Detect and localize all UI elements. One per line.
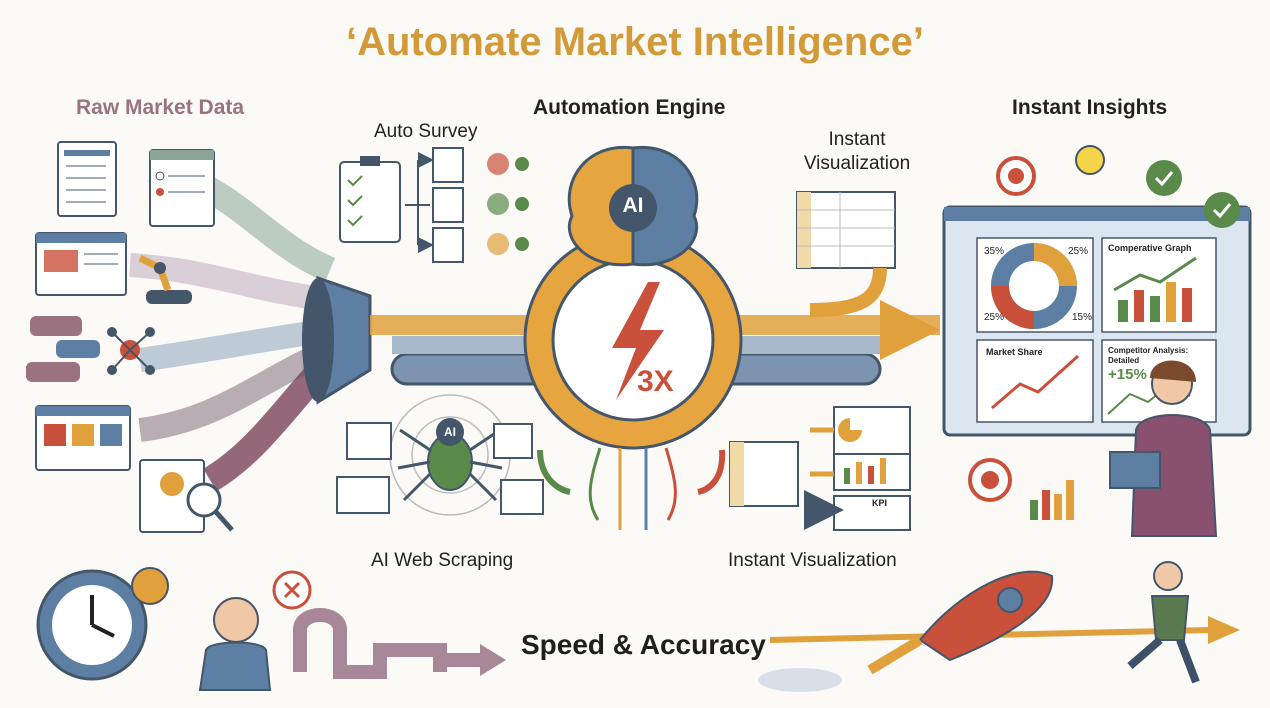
engine-outputs bbox=[537, 447, 726, 530]
speed-multiplier: 3X bbox=[637, 365, 674, 398]
speed-accuracy-label: Speed & Accuracy bbox=[521, 629, 766, 660]
competitor-analysis-title: Competitor Analysis: Detailed bbox=[1108, 346, 1189, 365]
section-instant-insights: Instant Insights bbox=[1012, 96, 1168, 119]
data-table-illustration bbox=[796, 191, 896, 317]
speed-comparison bbox=[36, 561, 1240, 692]
label-instant-visualization-top: Instant Visualization bbox=[803, 129, 911, 174]
insight-icons bbox=[968, 145, 1240, 520]
spider-ai-badge: AI bbox=[444, 425, 456, 439]
kpi-label: KPI bbox=[872, 498, 888, 508]
comparative-graph-title: Comperative Graph bbox=[1108, 243, 1192, 253]
donut-label-1: 35% bbox=[984, 246, 1005, 257]
competitor-analysis-value: +15% bbox=[1108, 366, 1147, 383]
market-share-title: Market Share bbox=[986, 347, 1043, 357]
donut-label-4: 15% bbox=[1072, 312, 1093, 323]
label-instant-visualization-bottom: Instant Visualization bbox=[728, 550, 897, 571]
ai-brain bbox=[567, 145, 699, 267]
presenter-figure bbox=[1109, 360, 1218, 537]
page-title: ‘Automate Market Intelligence’ bbox=[346, 20, 924, 64]
label-auto-survey: Auto Survey bbox=[374, 121, 478, 142]
donut-label-2: 25% bbox=[1068, 246, 1089, 257]
brain-ai-badge: AI bbox=[622, 194, 644, 217]
web-scraping-spider bbox=[336, 394, 544, 516]
document-icons bbox=[26, 141, 234, 533]
label-ai-web-scraping: AI Web Scraping bbox=[371, 550, 514, 571]
donut-label-3: 25% bbox=[984, 312, 1005, 323]
visualization-cluster bbox=[729, 406, 911, 530]
section-raw-market-data: Raw Market Data bbox=[76, 96, 245, 119]
auto-survey-illustration bbox=[339, 147, 529, 263]
gear bbox=[523, 230, 743, 450]
section-automation-engine: Automation Engine bbox=[533, 96, 726, 119]
intake-funnel bbox=[302, 275, 372, 405]
